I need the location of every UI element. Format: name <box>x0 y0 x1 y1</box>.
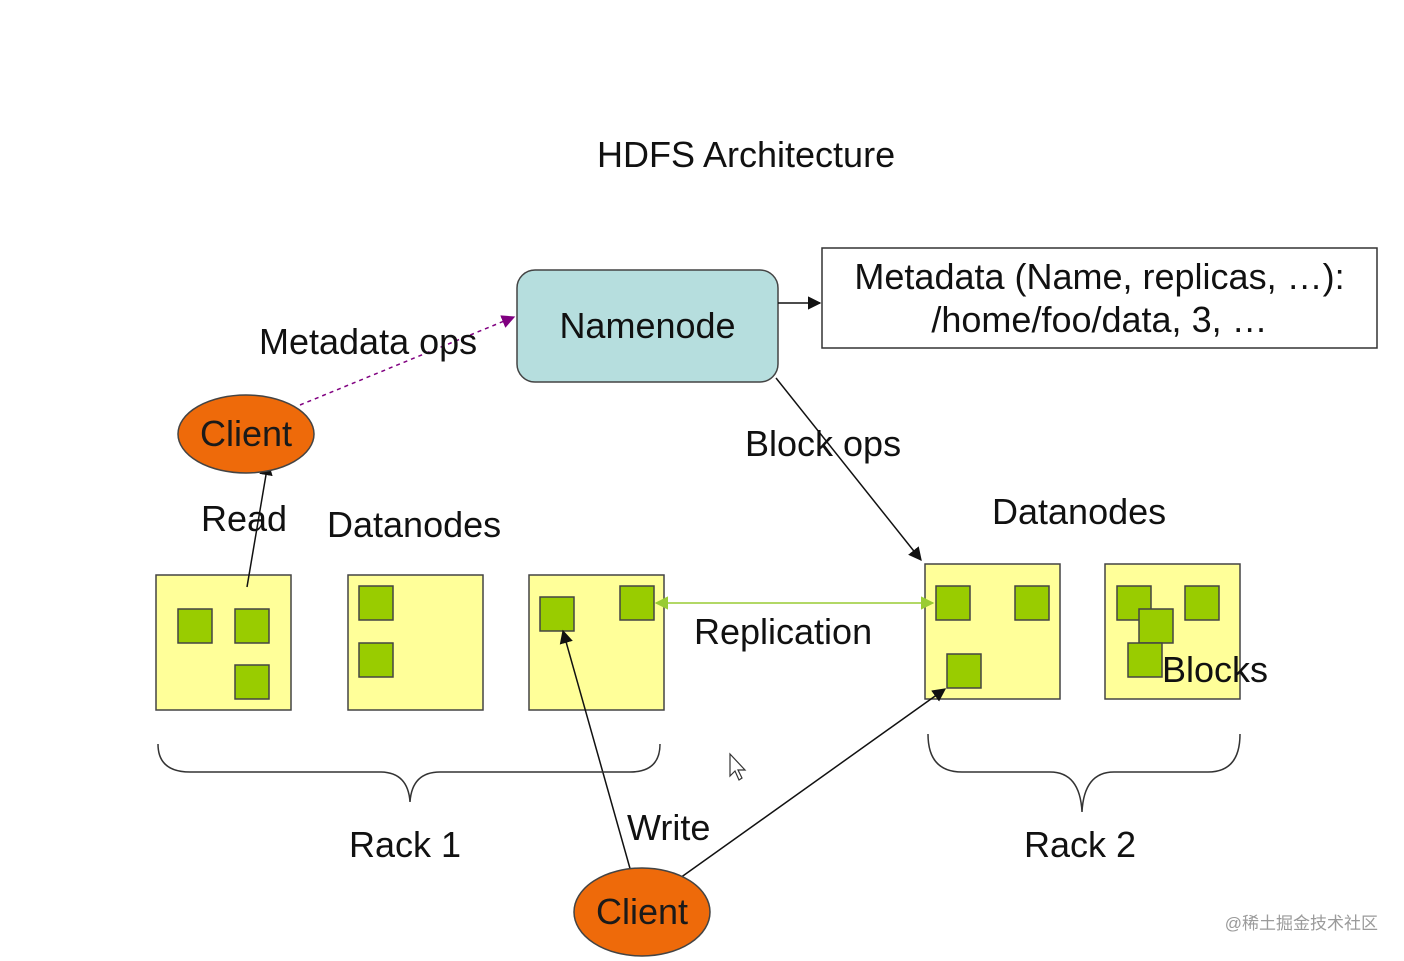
datanodes-left-label: Datanodes <box>327 504 502 545</box>
metadata-ops-arrow <box>299 315 516 406</box>
datanode-rack1-1 <box>155 574 292 711</box>
diagram-title: HDFS Architecture <box>597 134 896 175</box>
rack2-brace <box>927 733 1241 813</box>
client-top-shape <box>177 394 315 474</box>
block <box>234 608 270 644</box>
write-label: Write <box>627 807 711 848</box>
rack2-label: Rack 2 <box>1024 824 1137 865</box>
client-bottom-shape <box>573 867 711 957</box>
block <box>619 585 655 621</box>
metadata-ops-label: Metadata ops <box>259 321 478 362</box>
metadata-line1: Metadata (Name, replicas, …): <box>854 255 1345 297</box>
watermark: @稀土掘金技术社区 <box>1224 914 1378 933</box>
block <box>234 664 270 700</box>
metadata-line2: /home/foo/data, 3, … <box>931 299 1268 340</box>
block <box>946 653 982 689</box>
block <box>1127 642 1163 678</box>
metadata-box <box>821 247 1378 349</box>
replication-label: Replication <box>694 611 873 652</box>
datanodes-right-label: Datanodes <box>992 491 1167 532</box>
block <box>539 596 575 632</box>
block <box>358 642 394 678</box>
rack1-label: Rack 1 <box>349 824 462 865</box>
read-arrow <box>246 461 273 588</box>
namenode-label: Namenode <box>559 305 736 346</box>
namenode-box <box>516 269 779 383</box>
block <box>1184 585 1220 621</box>
mouse-pointer-icon <box>729 752 747 781</box>
block-ops-label: Block ops <box>745 423 902 464</box>
datanode-rack2-1 <box>924 563 1061 700</box>
block <box>177 608 213 644</box>
write-arrow-rack2 <box>679 688 947 879</box>
block <box>1014 585 1050 621</box>
read-label: Read <box>201 498 288 539</box>
metadata-box-text: Metadata (Name, replicas, …): /home/foo/… <box>822 248 1377 348</box>
write-arrow-rack1 <box>559 629 632 873</box>
block <box>1138 608 1174 644</box>
block-ops-arrow <box>775 377 922 562</box>
blocks-label: Blocks <box>1162 649 1269 690</box>
rack1-brace <box>157 743 661 803</box>
block <box>358 585 394 621</box>
client-bottom-label: Client <box>595 891 689 932</box>
block <box>935 585 971 621</box>
client-top-label: Client <box>199 413 293 454</box>
